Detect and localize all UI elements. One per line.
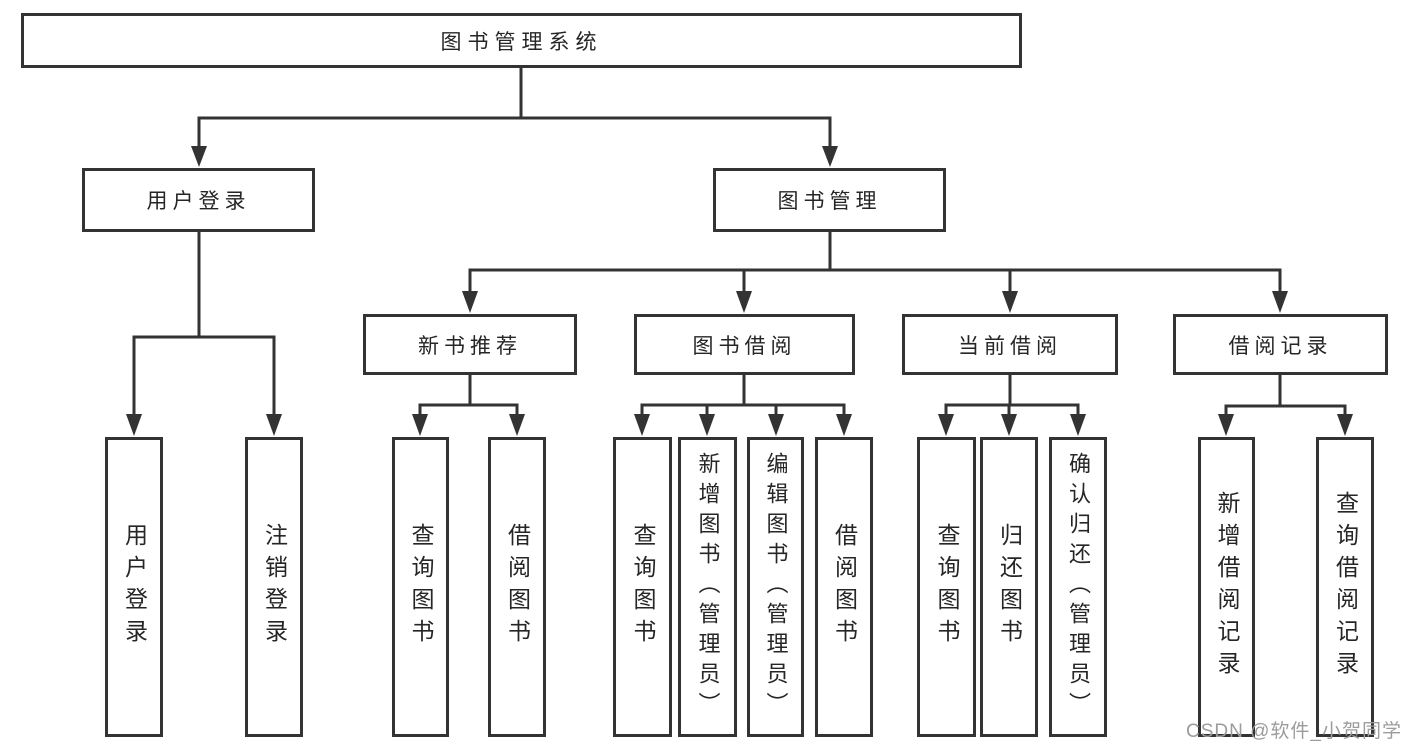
- node-current-borrow: 当前借阅: [902, 314, 1118, 375]
- leaf-add-book-admin: 新增图书（管理员）: [678, 437, 737, 737]
- leaf-borrow-book-2: 借阅图书: [815, 437, 873, 737]
- leaf-query-book-1: 查询图书: [392, 437, 449, 737]
- leaf-borrow-book-1-label: 借阅图书: [504, 523, 531, 651]
- leaf-confirm-return-admin-label: 确认归还（管理员）: [1066, 452, 1091, 722]
- node-new-book-recommend: 新书推荐: [363, 314, 577, 375]
- leaf-edit-book-admin: 编辑图书（管理员）: [747, 437, 804, 737]
- leaf-query-book-2: 查询图书: [613, 437, 672, 737]
- node-root-label: 图书管理系统: [440, 30, 603, 54]
- leaf-edit-book-admin-label: 编辑图书（管理员）: [763, 452, 789, 722]
- leaf-query-book-1-label: 查询图书: [408, 523, 434, 651]
- leaf-query-borrow-record: 查询借阅记录: [1316, 437, 1374, 737]
- edge-book-management-to-level3: [468, 230, 1282, 294]
- leaf-query-book-3: 查询图书: [917, 437, 976, 737]
- csdn-watermark: CSDN @软件_小贺同学: [1186, 716, 1402, 743]
- leaf-confirm-return-admin: 确认归还（管理员）: [1049, 437, 1107, 737]
- leaf-add-borrow-record: 新增借阅记录: [1198, 437, 1255, 737]
- leaf-add-book-admin-label: 新增图书（管理员）: [695, 452, 721, 722]
- arrowheads: [126, 146, 1353, 436]
- leaf-return-book: 归还图书: [980, 437, 1038, 737]
- leaf-user-login-label: 用户登录: [121, 523, 148, 651]
- node-borrow-records-label: 借阅记录: [1228, 334, 1333, 358]
- node-user-login: 用户登录: [82, 168, 315, 232]
- leaf-borrow-book-1: 借阅图书: [488, 437, 546, 737]
- node-book-borrow-label: 图书借阅: [692, 334, 797, 358]
- leaf-logout-label: 注销登录: [261, 523, 288, 651]
- leaf-query-book-2-label: 查询图书: [630, 523, 656, 651]
- leaf-return-book-label: 归还图书: [996, 523, 1023, 651]
- edge-current-borrow-to-leaves: [944, 373, 1080, 417]
- leaf-query-borrow-record-label: 查询借阅记录: [1332, 491, 1359, 683]
- node-book-management-label: 图书管理: [777, 190, 882, 213]
- node-root-system: 图书管理系统: [21, 13, 1022, 68]
- edge-root-to-level2: [197, 66, 832, 149]
- leaf-logout: 注销登录: [245, 437, 303, 737]
- edge-new-book-to-leaves: [418, 373, 519, 417]
- node-book-borrow: 图书借阅: [634, 314, 855, 375]
- leaf-query-book-3-label: 查询图书: [934, 523, 960, 651]
- edge-user-login-to-leaves: [132, 230, 276, 417]
- node-new-book-recommend-label: 新书推荐: [418, 334, 522, 358]
- leaf-borrow-book-2-label: 借阅图书: [831, 523, 858, 651]
- leaf-add-borrow-record-label: 新增借阅记录: [1214, 491, 1240, 683]
- leaf-user-login: 用户登录: [105, 437, 163, 737]
- node-borrow-records: 借阅记录: [1173, 314, 1388, 375]
- node-book-management: 图书管理: [713, 168, 946, 232]
- node-current-borrow-label: 当前借阅: [958, 334, 1062, 358]
- csdn-watermark-text: CSDN @软件_小贺同学: [1186, 721, 1402, 742]
- edge-borrow-records-to-leaves: [1224, 373, 1347, 417]
- edge-book-borrow-to-leaves: [640, 373, 846, 417]
- node-user-login-label: 用户登录: [146, 190, 251, 213]
